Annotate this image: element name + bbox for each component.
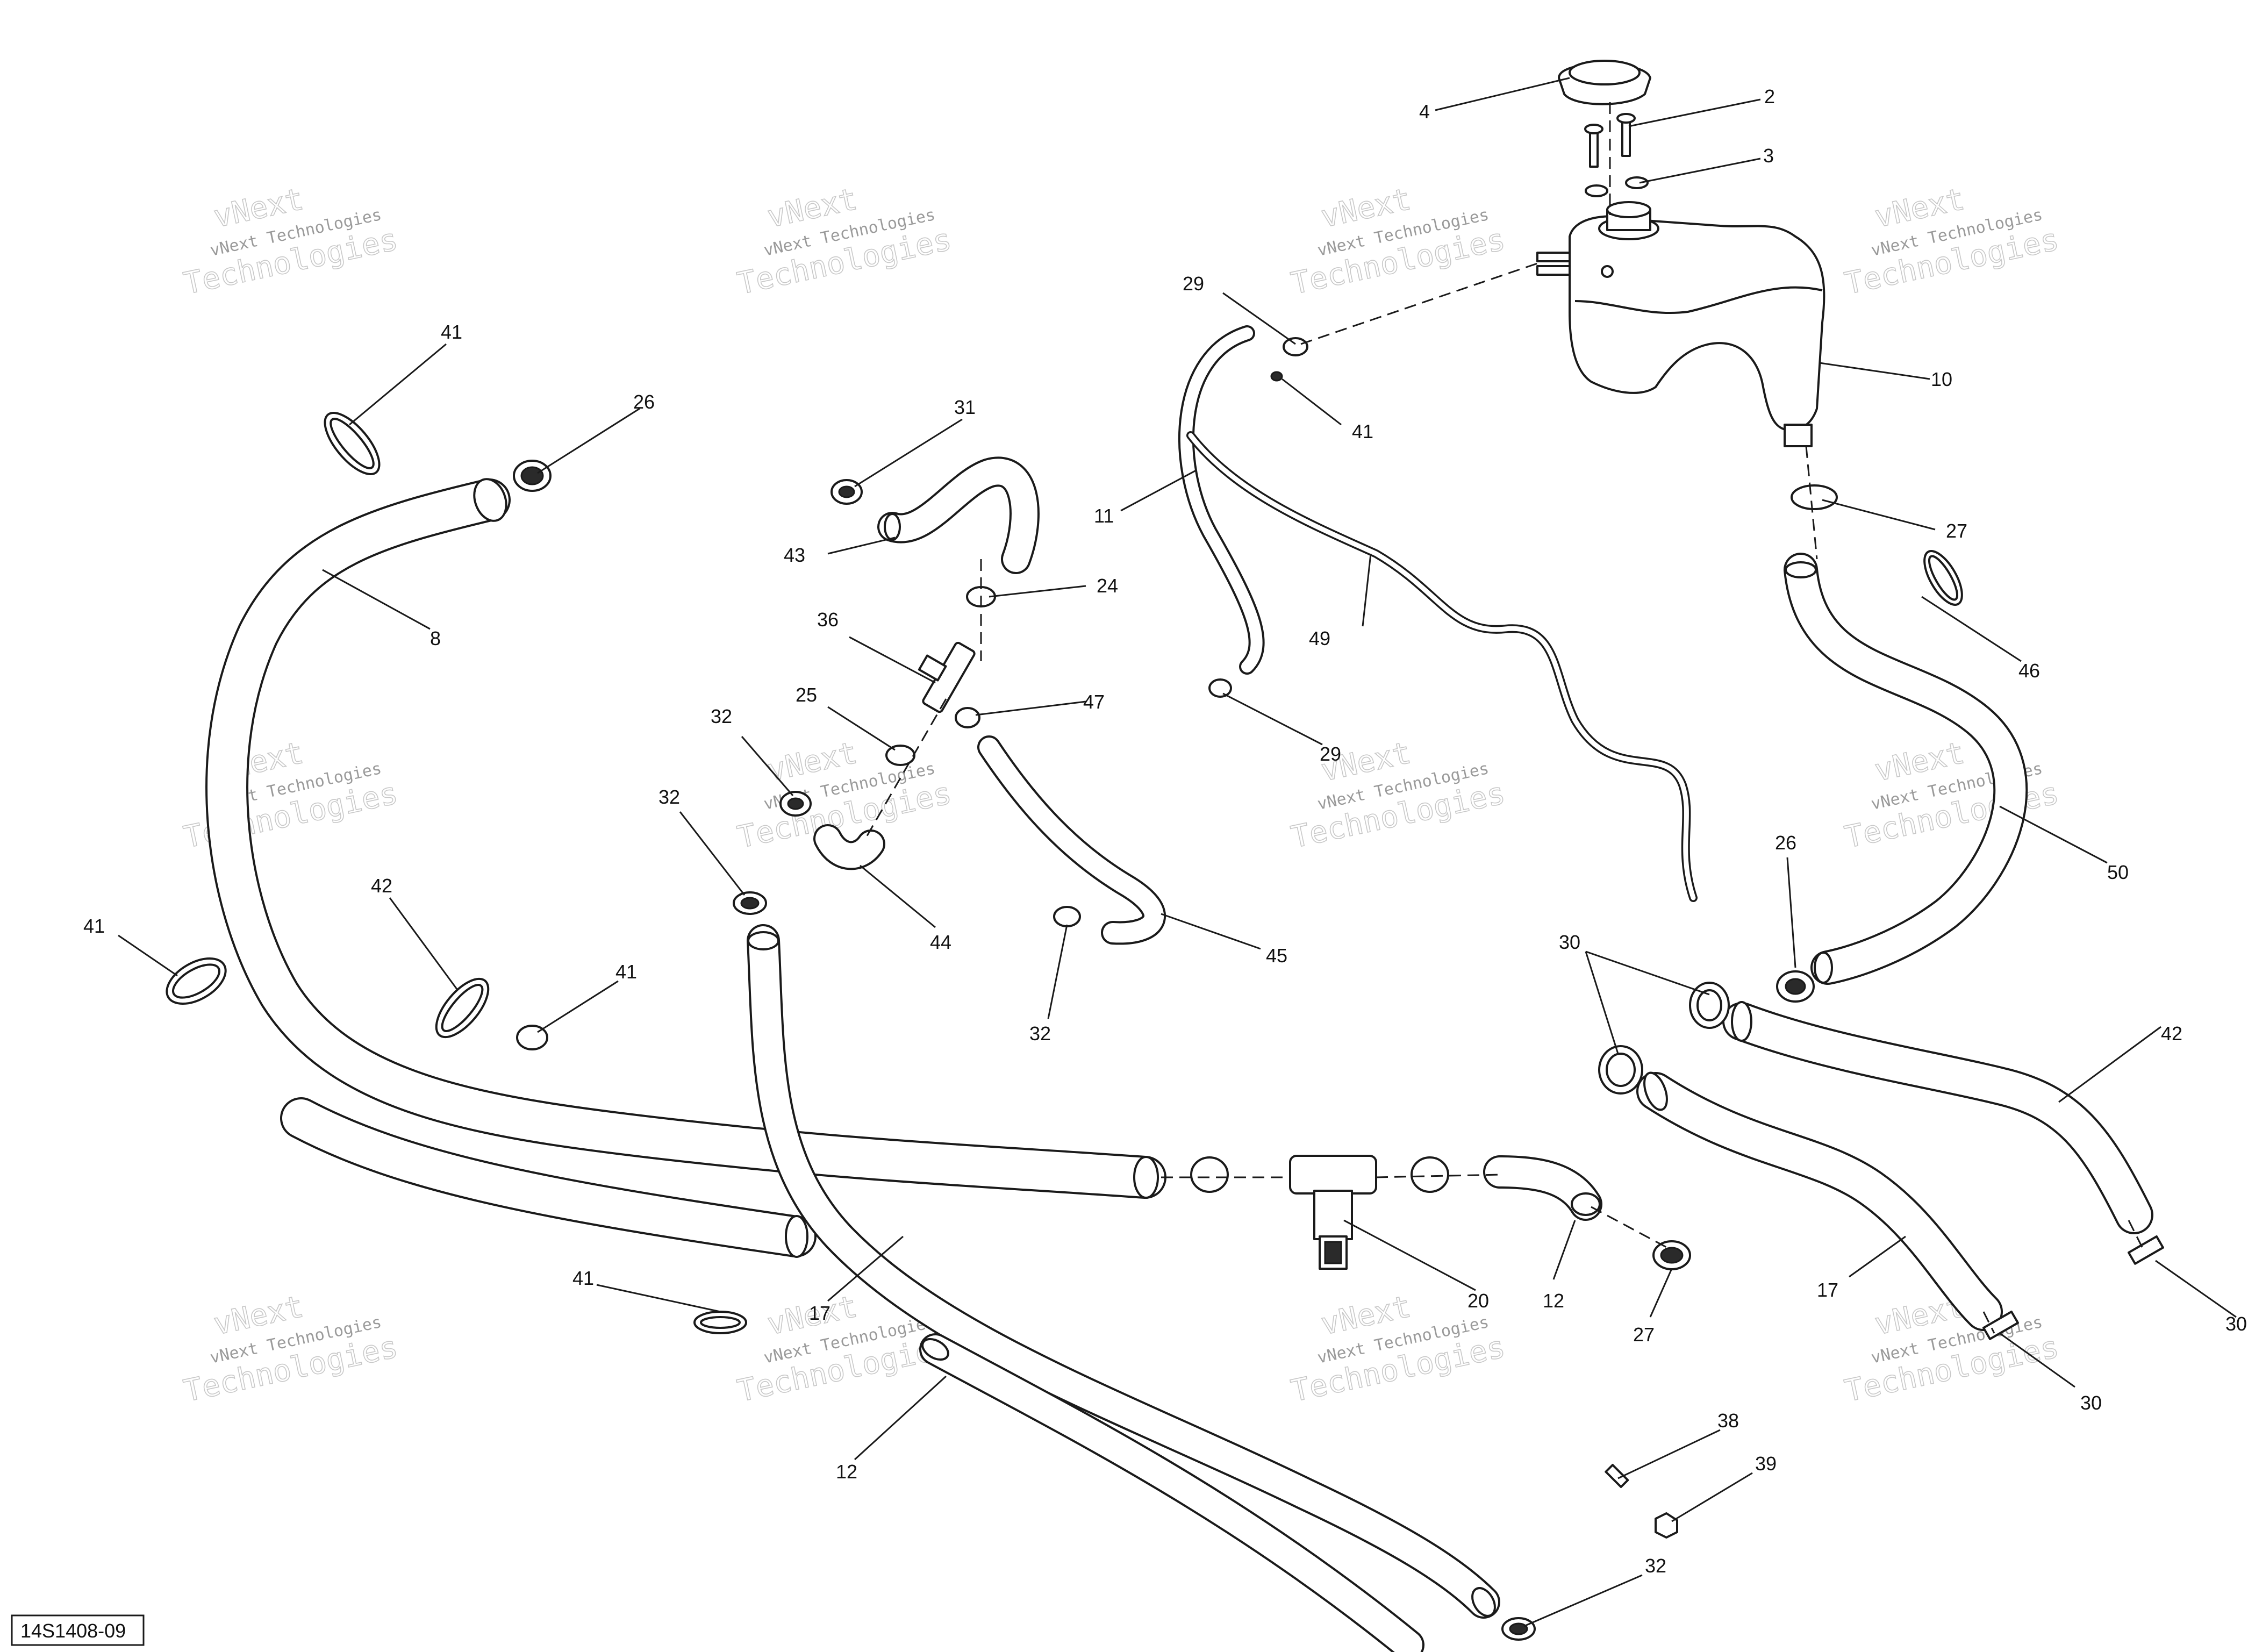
reference-code: 14S1408-09 bbox=[20, 1620, 126, 1642]
callout-8: 8 bbox=[430, 627, 441, 649]
hose-8 bbox=[205, 478, 1166, 1199]
callout-41-c: 41 bbox=[83, 915, 105, 937]
callout-30-c: 30 bbox=[2080, 1392, 2102, 1414]
callout-41-a: 41 bbox=[441, 321, 462, 343]
callout-32-a: 31 bbox=[954, 396, 976, 418]
callout-44: 44 bbox=[930, 931, 951, 953]
callout-21: 17 bbox=[1817, 1279, 1838, 1301]
radiator-cap bbox=[1558, 60, 1651, 105]
hose-20 bbox=[919, 1333, 1424, 1652]
hose-11 bbox=[1178, 325, 1265, 675]
callout-11: 11 bbox=[1094, 505, 1114, 527]
callout-39: 41 bbox=[615, 961, 637, 983]
hose-50 bbox=[1784, 553, 2028, 985]
hose-12 bbox=[1483, 1155, 1602, 1221]
hose-17 bbox=[747, 924, 1500, 1619]
callout-10: 10 bbox=[1931, 368, 1952, 390]
callout-29-mid: 29 bbox=[1320, 743, 1341, 765]
callout-41-b: 42 bbox=[371, 875, 392, 897]
reference-code-box: 14S1408-09 bbox=[11, 1614, 145, 1646]
callout-43: 43 bbox=[784, 544, 805, 566]
small-t-connector bbox=[918, 641, 976, 713]
hose-44 bbox=[813, 824, 885, 870]
watermark: vNext vNext Technologies Technologies bbox=[1842, 181, 2063, 302]
assembly-lines bbox=[864, 102, 2146, 1334]
hose-49 bbox=[1186, 431, 1698, 902]
watermark: vNext vNext Technologies Technologies bbox=[1288, 181, 1509, 302]
watermark: vNext vNext Technologies Technologies bbox=[181, 735, 402, 855]
leader-lines bbox=[118, 77, 2237, 1627]
t-connector bbox=[1289, 1155, 1377, 1270]
callout-30-a: 30 bbox=[1559, 931, 1580, 953]
hose-43 bbox=[877, 456, 1040, 574]
callout-20: 12 bbox=[836, 1461, 857, 1483]
callout-36: 38 bbox=[1717, 1410, 1739, 1432]
callout-32-d: 32 bbox=[1645, 1555, 1666, 1577]
hose-42 bbox=[1722, 1001, 2153, 1234]
callout-24-a: 24 bbox=[1097, 575, 1118, 597]
callout-12: 12 bbox=[1543, 1290, 1564, 1312]
callout-50: 50 bbox=[2107, 861, 2129, 883]
callout-29-top: 29 bbox=[1183, 273, 1204, 295]
coolant-reservoir bbox=[1536, 201, 1825, 447]
callout-25: 26 bbox=[1775, 832, 1796, 854]
callout-labels: 4 2 3 10 29 41 11 49 29 27 46 50 26 30 4… bbox=[83, 85, 2247, 1577]
washers bbox=[1585, 176, 1649, 197]
hose-45 bbox=[977, 735, 1166, 945]
callout-45: 45 bbox=[1266, 945, 1287, 967]
callout-4: 4 bbox=[1419, 101, 1430, 123]
callout-31: 32 bbox=[1029, 1022, 1051, 1045]
callout-17: 17 bbox=[809, 1302, 831, 1324]
callout-40: 41 bbox=[1352, 420, 1373, 442]
bolts bbox=[1584, 113, 1636, 168]
callout-24-b: 25 bbox=[796, 684, 817, 706]
callout-49: 49 bbox=[1309, 627, 1330, 649]
callout-46: 46 bbox=[2018, 660, 2040, 682]
hose-21 bbox=[1636, 1071, 2003, 1331]
callout-27: 27 bbox=[1946, 520, 1967, 542]
watermark: vNext vNext Technologies Technologies bbox=[181, 181, 402, 302]
hose-layer bbox=[205, 325, 2153, 1652]
callout-32-c: 32 bbox=[658, 786, 680, 808]
watermark: vNext vNext Technologies Technologies bbox=[734, 181, 955, 302]
callout-32-b: 32 bbox=[711, 705, 732, 727]
callout-33: 36 bbox=[817, 609, 839, 631]
callout-41-d: 41 bbox=[572, 1267, 594, 1289]
callout-23: 20 bbox=[1467, 1290, 1489, 1312]
callout-38: 39 bbox=[1755, 1453, 1777, 1475]
callout-3: 3 bbox=[1763, 145, 1774, 167]
callout-26-b: 27 bbox=[1633, 1324, 1655, 1346]
hose-20-left bbox=[280, 1097, 817, 1258]
callout-26-a: 26 bbox=[633, 391, 655, 413]
callout-2: 2 bbox=[1764, 85, 1775, 108]
callout-42: 42 bbox=[2161, 1022, 2182, 1045]
watermark: vNext vNext Technologies Technologies bbox=[181, 1289, 402, 1409]
callout-30-b: 30 bbox=[2225, 1313, 2247, 1335]
callout-47: 47 bbox=[1083, 691, 1105, 713]
